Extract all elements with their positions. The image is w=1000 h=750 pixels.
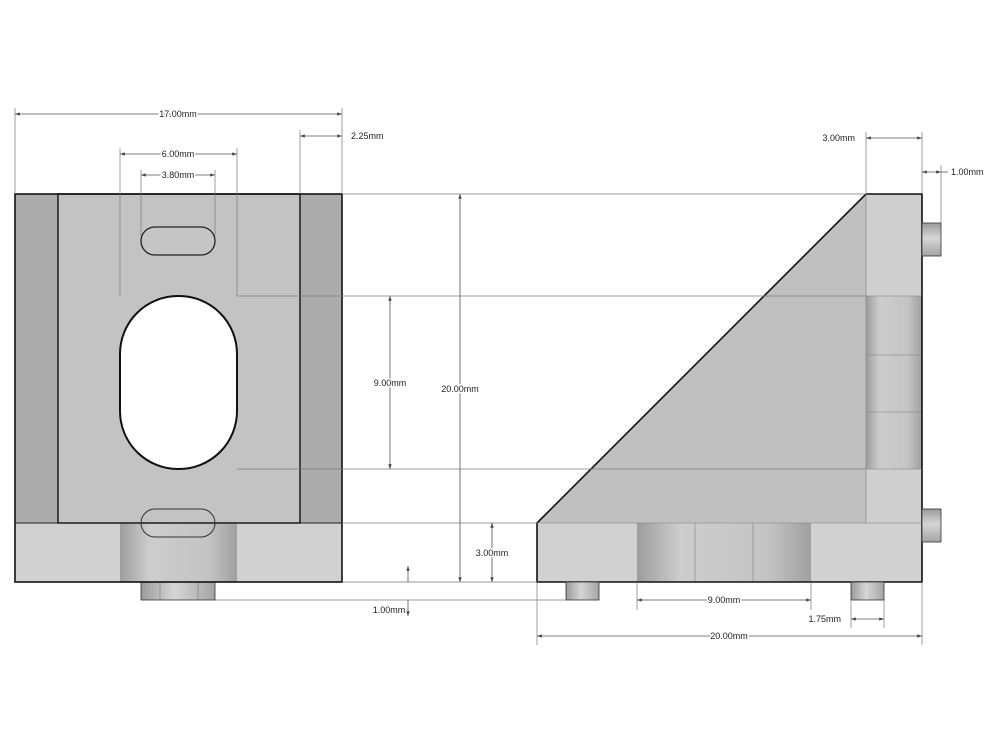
side-pin-bottom-right (850, 581, 885, 601)
side-view (536, 193, 942, 601)
dim-side-width: 20.00mm (710, 631, 748, 641)
side-pin-right-top (921, 222, 942, 257)
top-slot (140, 226, 216, 256)
dim-front-pin-height: 1.00mm (373, 605, 406, 615)
front-bore (120, 523, 237, 582)
front-pin (140, 581, 216, 601)
dim-side-pin-protrusion: 1.00mm (951, 167, 984, 177)
side-pin-right-bottom (921, 508, 942, 543)
dimension-labels: 17.00mm 2.25mm 6.00mm 3.80mm 9.00mm 20.0… (158, 108, 984, 643)
side-wall-bore (866, 296, 922, 469)
dim-slot-inner: 3.80mm (162, 170, 195, 180)
dim-bottom-bore: 9.00mm (708, 595, 741, 605)
dim-total-height: 20.00mm (441, 384, 479, 394)
front-right-strip (300, 194, 342, 523)
center-hole (119, 295, 238, 470)
dim-front-width: 17.00mm (159, 109, 197, 119)
side-outline (536, 193, 923, 583)
dim-wall-thickness: 2.25mm (351, 131, 384, 141)
bottom-slot (140, 508, 216, 538)
dim-pin-offset: 1.75mm (808, 614, 841, 624)
side-pin-bottom-left (565, 581, 600, 601)
dim-slot-outer: 6.00mm (162, 149, 195, 159)
front-left-strip (15, 194, 58, 523)
dim-base-height: 3.00mm (476, 548, 509, 558)
dim-side-wall: 3.00mm (822, 133, 855, 143)
front-view (14, 193, 343, 601)
dim-hole-height: 9.00mm (374, 378, 407, 388)
side-base-bore (637, 523, 811, 582)
front-inner-outline (57, 193, 301, 524)
dimension-lines (15, 112, 948, 638)
